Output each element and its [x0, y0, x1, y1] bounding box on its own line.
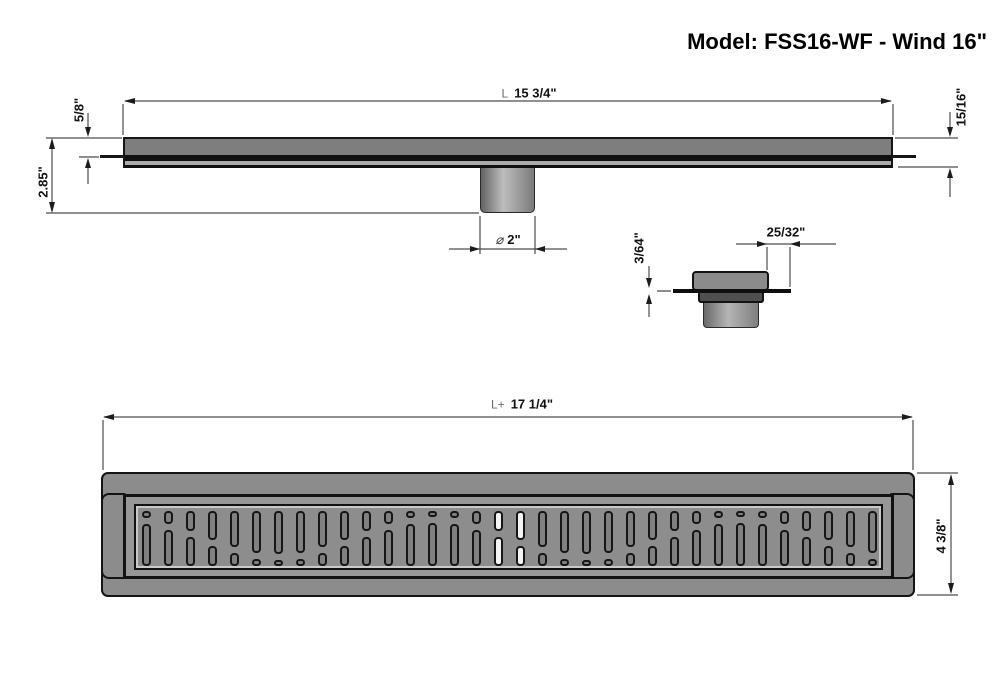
grate-slot [405, 511, 415, 519]
grate-slot [141, 524, 151, 566]
grate-slot [339, 545, 349, 566]
grate-slot [493, 511, 503, 532]
grate-slot [823, 511, 833, 540]
grate-slot [251, 511, 261, 553]
channel-end-block [692, 271, 769, 291]
end-sub-body [698, 293, 764, 303]
dim-overall-width-label: 4 3/8" [933, 518, 949, 554]
grate-slot [735, 522, 745, 566]
grate-slot [163, 529, 173, 566]
grate-slot [845, 511, 855, 548]
grate-slot [295, 511, 305, 553]
grate-slot [295, 558, 305, 566]
grate-slot [471, 511, 481, 524]
grate-slot [735, 511, 745, 517]
dim-overall-length-label: L+17 1/4" [491, 396, 553, 412]
dim-overall-length-lines [102, 414, 914, 470]
grate-slot [361, 511, 371, 532]
flange-tip-left [100, 155, 123, 158]
grate-slot [581, 511, 591, 554]
grate-slot [141, 511, 151, 519]
diameter-symbol: ⌀ [495, 232, 504, 247]
grate-slot [317, 553, 327, 566]
dim-length-prefix: L [501, 86, 509, 101]
grate-slot [207, 511, 217, 540]
grate-slot [603, 558, 613, 566]
grate-slot [273, 560, 283, 566]
grate-slot [185, 511, 195, 532]
end-flange [673, 289, 791, 293]
grate-slot [713, 511, 723, 519]
drawing-title: Model: FSS16-WF - Wind 16" [687, 29, 987, 54]
grate [134, 504, 883, 570]
flange-tip-right [893, 155, 916, 158]
grate-slot [647, 545, 657, 566]
grate-slot [867, 558, 877, 566]
grate-slot [647, 511, 657, 540]
dim-outlet-label: ⌀2" [495, 232, 521, 247]
grate-slot [581, 560, 591, 566]
grate-slot [823, 545, 833, 566]
grate-slot [779, 529, 789, 566]
dim-overall-depth-label: 2.85" [35, 166, 51, 198]
grate-slot [427, 522, 437, 566]
grate-slot [449, 511, 459, 519]
grate-slot [537, 553, 547, 566]
grate-slot [361, 537, 371, 566]
grate-slot [229, 553, 239, 566]
grate-slot [845, 553, 855, 566]
grate-slot [317, 511, 327, 548]
grate-slot [515, 511, 525, 540]
grate-slot [207, 545, 217, 566]
dim-flange-depth-label: 5/8" [71, 97, 87, 123]
grate-slot [515, 545, 525, 566]
grate-slot [625, 553, 635, 566]
grate-slot [559, 558, 569, 566]
grate-slot [229, 511, 239, 548]
grate-slot [801, 511, 811, 532]
grate-slot [383, 511, 393, 524]
grate-slot [383, 529, 393, 566]
grate-slot [449, 524, 459, 566]
grate-slot [603, 511, 613, 553]
grate-slot [801, 537, 811, 566]
grate-slot [427, 511, 437, 517]
grate-slot [625, 511, 635, 548]
grate-slot [691, 529, 701, 566]
dim-length-lines [122, 98, 894, 135]
grate-slot [757, 511, 767, 519]
outlet-pipe-profile [480, 168, 535, 213]
grate-slot [339, 511, 349, 540]
grate-slot [669, 511, 679, 532]
grate-slot [471, 529, 481, 566]
grate-slot [779, 511, 789, 524]
grate-slot [163, 511, 173, 524]
grate-slot [493, 537, 503, 566]
grate-slot [757, 524, 767, 566]
grate-slot [669, 537, 679, 566]
grate-slot [185, 537, 195, 566]
dim-flange-overhang-label: 25/32" [766, 224, 806, 240]
end-outlet-pipe [703, 303, 759, 328]
dim-flange-thickness-lines [646, 266, 671, 317]
grate-slot [713, 524, 723, 566]
channel-body-profile [123, 137, 893, 168]
grate-slot [251, 558, 261, 566]
dim-body-height-label: 15/16" [953, 87, 969, 127]
dim-flange-thickness-label: 3/64" [631, 232, 647, 264]
dim-overall-length-prefix: L+ [491, 397, 505, 412]
dim-flange-depth-lines [79, 113, 99, 184]
grate-slot [405, 524, 415, 566]
grate-slot [559, 511, 569, 553]
grate-slot [691, 511, 701, 524]
grate-slot [273, 511, 283, 554]
grate-slot [537, 511, 547, 548]
grate-slot [867, 511, 877, 553]
